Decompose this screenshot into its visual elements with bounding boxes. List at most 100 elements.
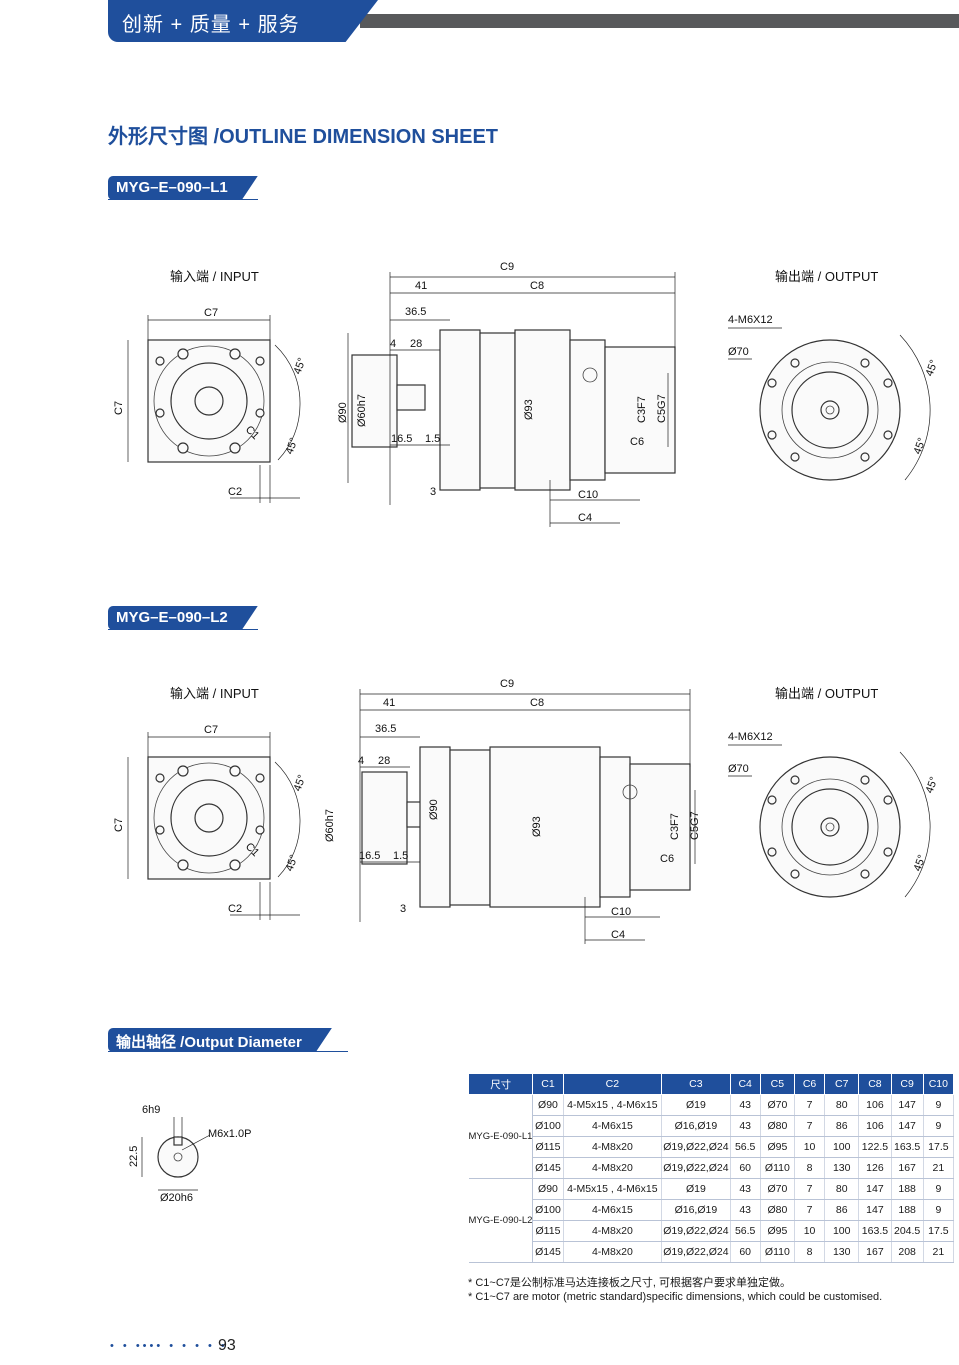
table-cell: 10 xyxy=(794,1136,826,1158)
output-diameter-tag: 输出轴径 /Output Diameter xyxy=(108,1028,332,1052)
phi60-label: Ø60h7 xyxy=(324,809,336,842)
output-shaft-drawing: 6h9 M6x1.0P 22.5 Ø20h6 xyxy=(128,1104,251,1204)
dia-label: Ø20h6 xyxy=(160,1192,193,1204)
table-cell: 147 xyxy=(891,1115,924,1137)
table-cell: 7 xyxy=(794,1178,826,1200)
model-tag-l1: MYG–E–090–L1 xyxy=(108,176,258,200)
header-bar xyxy=(360,14,959,28)
c5-label: C5G7 xyxy=(656,394,668,423)
input-label-l1: 输入端 / INPUT xyxy=(170,269,259,284)
table-cell: 60 xyxy=(730,1241,761,1263)
header-cell: C4 xyxy=(729,1073,761,1095)
header-cell: C9 xyxy=(890,1073,924,1095)
header-cell: C1 xyxy=(532,1073,564,1095)
table-cell: Ø100 xyxy=(532,1115,564,1137)
table-cell: 21 xyxy=(923,1157,955,1179)
table-cell: 4-M5x15 , 4-M6x15 xyxy=(563,1178,663,1200)
c4-label: C4 xyxy=(611,929,625,941)
table-cell: Ø19 xyxy=(661,1178,731,1200)
d41-label: 41 xyxy=(415,280,427,292)
note-en: * C1~C7 are motor (metric standard)speci… xyxy=(468,1291,883,1303)
table-cell: 7 xyxy=(794,1094,826,1116)
phi70-label: Ø70 xyxy=(728,763,749,775)
c10-label: C10 xyxy=(611,906,631,918)
c2-label: C2 xyxy=(228,486,242,498)
table-cell: Ø95 xyxy=(760,1220,795,1242)
thread-label: M6x1.0P xyxy=(208,1128,251,1140)
side-view: C9 41 C8 36.5 4 28 16.5 1.5 3 C10 C4 C6 … xyxy=(337,261,676,527)
table-cell: Ø95 xyxy=(760,1136,795,1158)
table-header-row: 尺寸 C1 C2 C3 C4 C5 C6 C7 C8 C9 C10 xyxy=(467,1073,955,1095)
height-label: 22.5 xyxy=(128,1146,140,1167)
header-cell: C6 xyxy=(793,1073,826,1095)
table-cell: 60 xyxy=(730,1157,761,1179)
angle-label-top: 45° xyxy=(292,356,309,376)
table-cell: 80 xyxy=(824,1094,860,1116)
d28-label: 28 xyxy=(378,755,390,767)
table-cell: 100 xyxy=(824,1136,860,1158)
phi60-label: Ø60h7 xyxy=(356,394,368,427)
c3-label: C3F7 xyxy=(636,396,648,423)
table-cell: Ø70 xyxy=(760,1178,795,1200)
c7-side-label: C7 xyxy=(113,401,125,415)
table-cell: Ø16,Ø19 xyxy=(661,1115,731,1137)
table-cell: Ø90 xyxy=(532,1178,564,1200)
phi93-label: Ø93 xyxy=(523,399,535,420)
header-tagline: 创新 + 质量 + 服务 xyxy=(122,14,300,36)
table-cell: Ø19,Ø22,Ø24 xyxy=(661,1220,731,1242)
table-cell: 106 xyxy=(858,1115,892,1137)
table-cell: 130 xyxy=(824,1241,860,1263)
table-cell: Ø115 xyxy=(532,1220,564,1242)
d3-label: 3 xyxy=(430,486,436,498)
table-cell: Ø19 xyxy=(661,1094,731,1116)
table-cell: 163.5 xyxy=(891,1136,924,1158)
header-cell: C7 xyxy=(824,1073,860,1095)
d28-label: 28 xyxy=(410,338,422,350)
header-tab: 创新 + 质量 + 服务 xyxy=(108,0,378,42)
table-cell: 122.5 xyxy=(858,1136,892,1158)
header-cell: C3 xyxy=(661,1073,731,1095)
table-cell: 56.5 xyxy=(730,1220,761,1242)
table-cell: 8 xyxy=(794,1157,826,1179)
table-cell: Ø80 xyxy=(760,1115,795,1137)
table-cell: 4-M6x15 xyxy=(563,1199,663,1221)
c7-side-label: C7 xyxy=(113,818,125,832)
table-cell: 9 xyxy=(923,1094,955,1116)
d1-label: 1.5 xyxy=(425,433,440,445)
table-cell: 9 xyxy=(923,1199,955,1221)
d36-label: 36.5 xyxy=(405,306,426,318)
angle-label-bottom: 45° xyxy=(284,853,301,873)
page-title: 外形尺寸图 /OUTLINE DIMENSION SHEET xyxy=(108,126,499,148)
output-flange-view: 4-M6X12 Ø70 45° 45° xyxy=(728,314,941,481)
model-underline xyxy=(108,1051,348,1052)
bolt-label: 4-M6X12 xyxy=(728,731,773,743)
header-cell: C5 xyxy=(759,1073,795,1095)
angle-label-top: 45° xyxy=(292,773,309,793)
angle-out-top: 45° xyxy=(924,775,941,795)
table-cell: 7 xyxy=(794,1115,826,1137)
side-view: C9 41 C8 36.5 4 28 16.5 1.5 3 C10 C4 C6 … xyxy=(324,678,701,944)
c7-top-label: C7 xyxy=(204,307,218,319)
table-cell: Ø145 xyxy=(532,1241,564,1263)
page-number: 93 xyxy=(218,1337,236,1354)
table-cell: Ø90 xyxy=(532,1094,564,1116)
c6-label: C6 xyxy=(660,853,674,865)
header-cell: 尺寸 xyxy=(467,1073,534,1095)
table-cell: 188 xyxy=(891,1199,924,1221)
table-cell: 17.5 xyxy=(923,1136,955,1158)
d41-label: 41 xyxy=(383,697,395,709)
output-flange-view: 4-M6X12 Ø70 45° 45° xyxy=(728,731,941,898)
table-cell: 86 xyxy=(824,1199,860,1221)
table-cell: 204.5 xyxy=(891,1220,924,1242)
table-cell: 56.5 xyxy=(730,1136,761,1158)
angle-out-bottom: 45° xyxy=(912,436,929,456)
table-cell: 147 xyxy=(891,1094,924,1116)
table-cell: 86 xyxy=(824,1115,860,1137)
table-cell: 9 xyxy=(923,1115,955,1137)
table-cell: Ø115 xyxy=(532,1136,564,1158)
